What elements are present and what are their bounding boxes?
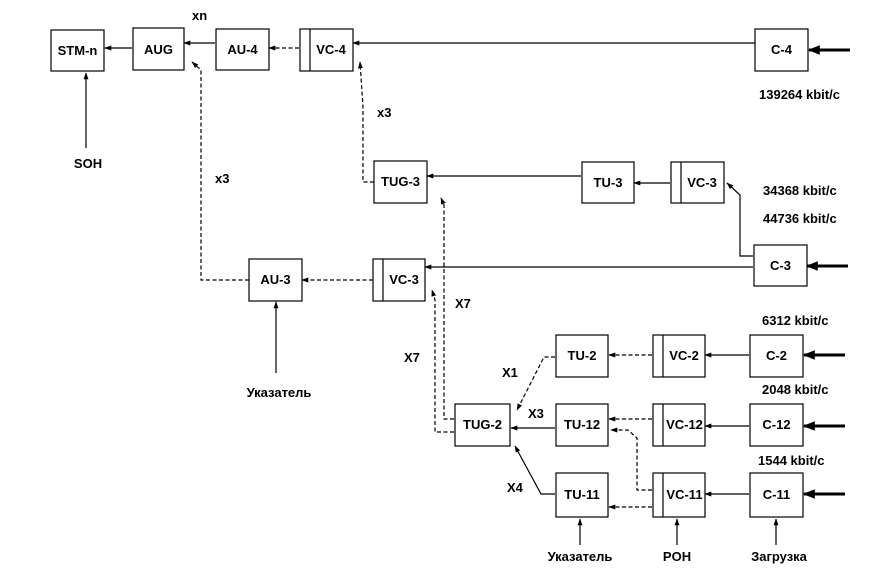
- rate-c3-a: 34368 kbit/c: [763, 183, 837, 198]
- label-x7-right: X7: [455, 296, 471, 311]
- label-zagruzka: Загрузка: [751, 549, 808, 564]
- au4-block: AU-4: [215, 28, 270, 71]
- rate-c3-b: 44736 kbit/c: [763, 211, 837, 226]
- tug2-label: TUG-2: [463, 417, 502, 432]
- tu3-label: TU-3: [594, 175, 623, 190]
- vc11-label: VC-11: [666, 487, 702, 502]
- label-x3-aug: x3: [215, 171, 229, 186]
- rate-c12: 2048 kbit/c: [762, 382, 829, 397]
- c11-label: C-11: [763, 487, 790, 502]
- c4-label: C-4: [771, 42, 793, 57]
- label-ukazatel-tu11: Указатель: [548, 549, 613, 564]
- c11-block: C-11: [749, 472, 804, 518]
- label-ukazatel-au3: Указатель: [247, 385, 312, 400]
- stm-n-block: STM-n: [50, 29, 105, 72]
- tug3-block: TUG-3: [373, 160, 428, 204]
- c12-label: C-12: [762, 417, 790, 432]
- label-x1: X1: [502, 365, 518, 380]
- connections: [83, 40, 850, 545]
- c2-block: C-2: [749, 334, 804, 378]
- arrow-tug2-to-tug3: [440, 197, 454, 420]
- label-x7-left: X7: [404, 350, 420, 365]
- arrow-tu2-to-tug2: [516, 356, 555, 411]
- c12-block: C-12: [749, 403, 804, 447]
- au4-label: AU-4: [227, 42, 258, 57]
- tu2-label: TU-2: [568, 348, 597, 363]
- vc11-block: VC-11: [652, 472, 706, 518]
- au3-block: AU-3: [248, 258, 303, 302]
- tu12-label: TU-12: [564, 417, 600, 432]
- c4-block: C-4: [754, 28, 809, 72]
- aug-block: AUG: [132, 27, 185, 71]
- vc3-top-label: VC-3: [687, 175, 717, 190]
- c2-label: C-2: [766, 348, 787, 363]
- label-x3-vc4: x3: [377, 105, 391, 120]
- vc12-block: VC-12: [652, 403, 706, 447]
- stm-n-label: STM-n: [58, 43, 98, 58]
- arrow-tu11-to-tug2: [514, 445, 555, 495]
- au3-label: AU-3: [260, 272, 290, 287]
- vc2-block: VC-2: [652, 334, 706, 378]
- rate-c2: 6312 kbit/c: [762, 313, 829, 328]
- label-xn: xn: [192, 8, 207, 23]
- tug2-block: TUG-2: [454, 403, 511, 447]
- tu11-label: TU-11: [564, 487, 599, 502]
- arrow-tug3-to-vc4: [357, 61, 374, 183]
- label-soh: SOH: [74, 156, 102, 171]
- vc4-label: VC-4: [316, 42, 346, 57]
- tug3-label: TUG-3: [381, 174, 420, 189]
- rate-c11: 1544 kbit/c: [758, 453, 825, 468]
- tu3-block: TU-3: [581, 161, 635, 204]
- label-x3-tu12: X3: [528, 406, 544, 421]
- vc3-mid-label: VC-3: [389, 272, 419, 287]
- vc2-label: VC-2: [669, 348, 699, 363]
- arrow-tug2-to-vc3: [431, 289, 454, 433]
- tu2-block: TU-2: [555, 334, 609, 378]
- vc3-mid-block: VC-3: [372, 258, 426, 302]
- tu12-block: TU-12: [555, 403, 609, 447]
- arrow-c3-to-vc3-top: [726, 182, 753, 257]
- arrow-au3-to-aug: [191, 61, 249, 281]
- c3-block: C-3: [753, 244, 808, 287]
- vc3-top-block: VC-3: [670, 161, 725, 204]
- label-poh: POH: [663, 549, 691, 564]
- c3-label: C-3: [770, 258, 791, 273]
- label-x4: X4: [507, 480, 524, 495]
- arrow-vc11-to-tu12: [610, 427, 652, 491]
- tu11-block: TU-11: [555, 472, 609, 518]
- aug-label: AUG: [144, 42, 173, 57]
- vc12-label: VC-12: [666, 417, 703, 432]
- vc4-block: VC-4: [299, 28, 354, 72]
- rate-c4: 139264 kbit/c: [759, 87, 840, 102]
